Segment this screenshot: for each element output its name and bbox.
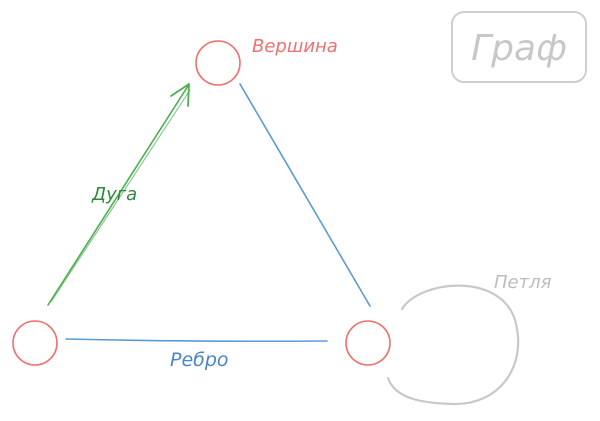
arc-label: Дуга xyxy=(91,184,137,205)
loop-label: Петля xyxy=(494,272,552,293)
vertex-top xyxy=(195,40,241,86)
vertex-bottom-left xyxy=(12,320,58,366)
edge-label: Ребро xyxy=(170,349,229,371)
edge-top-right xyxy=(239,83,371,307)
loop-curve xyxy=(386,284,520,406)
arc-line xyxy=(47,85,189,306)
vertex-label: Вершина xyxy=(252,36,338,57)
edge-bottom xyxy=(65,338,328,343)
arc-arrowhead-icon xyxy=(170,83,190,107)
title-box-border xyxy=(451,11,587,83)
arc-line-double xyxy=(50,89,191,303)
vertex-bottom-right xyxy=(345,320,391,366)
diagram-title: Граф xyxy=(471,28,567,69)
title-box: Граф xyxy=(451,11,587,83)
